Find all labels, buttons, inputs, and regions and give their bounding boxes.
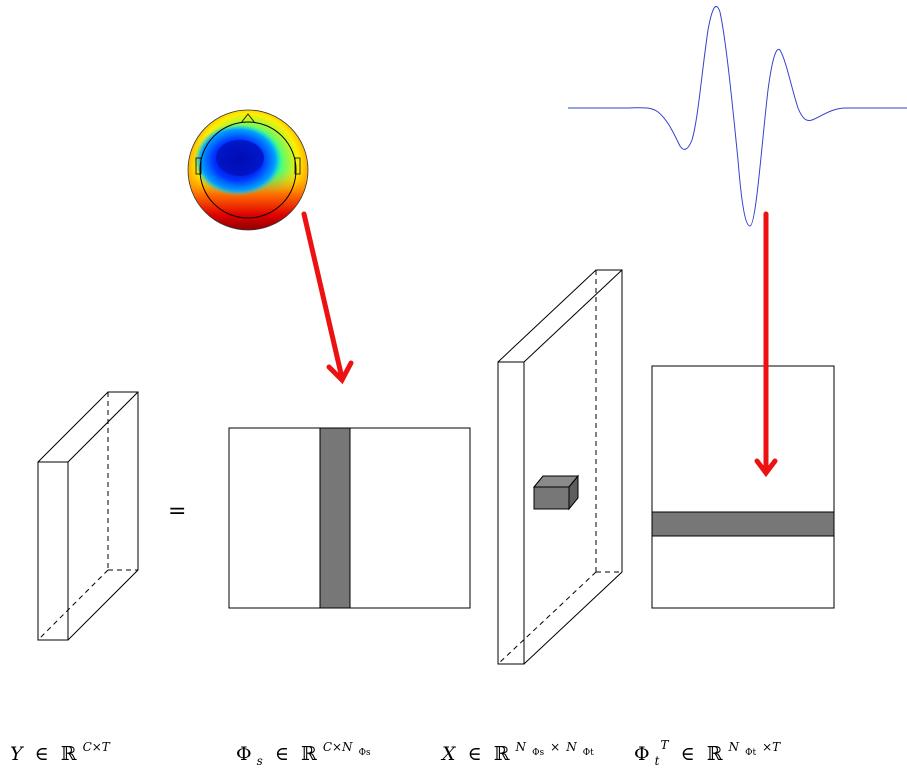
matrix-phi-t-transpose: [651, 365, 835, 609]
temporal-waveform-icon: [568, 6, 907, 227]
scalp-topography-map-icon: [187, 109, 309, 231]
label-X: X ∈ ℝ N Φs × N Φt: [440, 734, 594, 765]
matrix-Y-slab: [37, 391, 139, 641]
matrix-X-slab: [497, 269, 623, 665]
label-Y: Y ∈ ℝ C×T: [10, 740, 111, 765]
phi-s-atom-column: [319, 427, 351, 609]
spatial-atom-arrow: [301, 211, 354, 385]
x-active-coefficient-cube: [532, 474, 580, 511]
label-phi-t-transpose: Φ t T ∈ ℝ N Φt ×T: [634, 732, 781, 770]
phi-t-atom-row: [651, 511, 835, 537]
matrix-phi-s: [228, 427, 471, 609]
equals-sign: =: [168, 499, 186, 524]
temporal-atom-arrow: [754, 211, 778, 478]
label-phi-s: Φ s ∈ ℝ C×N Φs: [236, 734, 371, 770]
